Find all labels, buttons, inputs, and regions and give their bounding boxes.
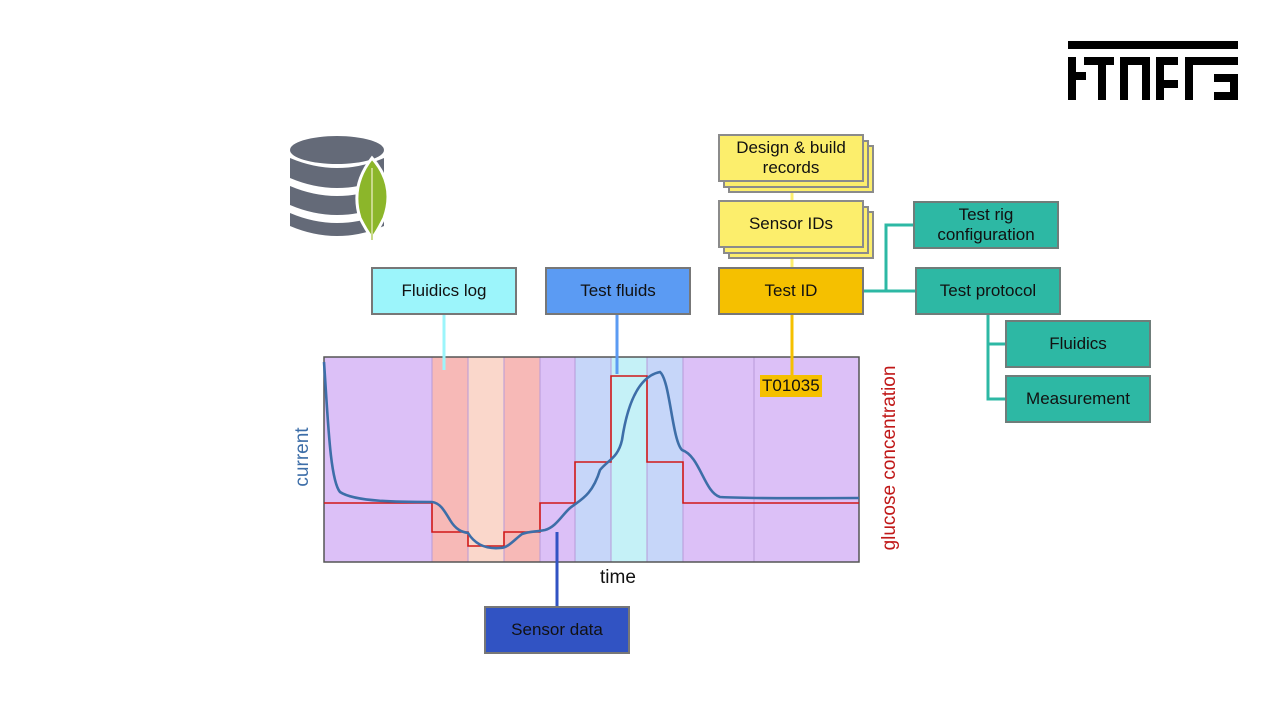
test-rig-configuration-box: Test rig configuration [913, 201, 1059, 249]
region-red-2 [504, 357, 540, 562]
test-protocol-label: Test protocol [939, 281, 1037, 300]
fluidics-log-box: Fluidics log [371, 267, 517, 315]
test-protocol-box: Test protocol [915, 267, 1061, 315]
region-lavender-2 [647, 357, 683, 562]
test-fluids-label: Test fluids [580, 281, 656, 300]
test-rig-label-line2: configuration [937, 225, 1035, 244]
fluidics-label: Fluidics [1049, 334, 1107, 353]
design-build-label-line2: records [762, 158, 820, 177]
current-line [322, 361, 860, 550]
x-axis-label: time [600, 567, 636, 588]
region-lavender-1 [575, 357, 611, 562]
y-left-axis-label: current [292, 427, 313, 487]
sensor-ids-label: Sensor IDs [748, 214, 834, 233]
measurement-label: Measurement [1026, 389, 1130, 408]
sensor-data-label: Sensor data [511, 620, 603, 639]
test-id-value: T01035 [760, 375, 822, 397]
design-build-records-box: Design & build records [718, 134, 864, 182]
region-cyan [611, 357, 647, 562]
fluidics-box: Fluidics [1005, 320, 1151, 368]
test-id-label: Test ID [764, 281, 818, 300]
design-build-label-line1: Design & build [736, 138, 846, 157]
test-id-box: Test ID [718, 267, 864, 315]
measurement-box: Measurement [1005, 375, 1151, 423]
test-fluids-box: Test fluids [545, 267, 691, 315]
test-rig-label-line1: Test rig [958, 205, 1014, 224]
sensor-ids-box: Sensor IDs [718, 200, 864, 248]
sensor-data-box: Sensor data [484, 606, 630, 654]
y-right-axis-label: glucose concentration [879, 365, 900, 551]
region-peach [468, 357, 504, 562]
fluidics-log-label: Fluidics log [401, 281, 487, 300]
region-red-1 [432, 357, 468, 562]
